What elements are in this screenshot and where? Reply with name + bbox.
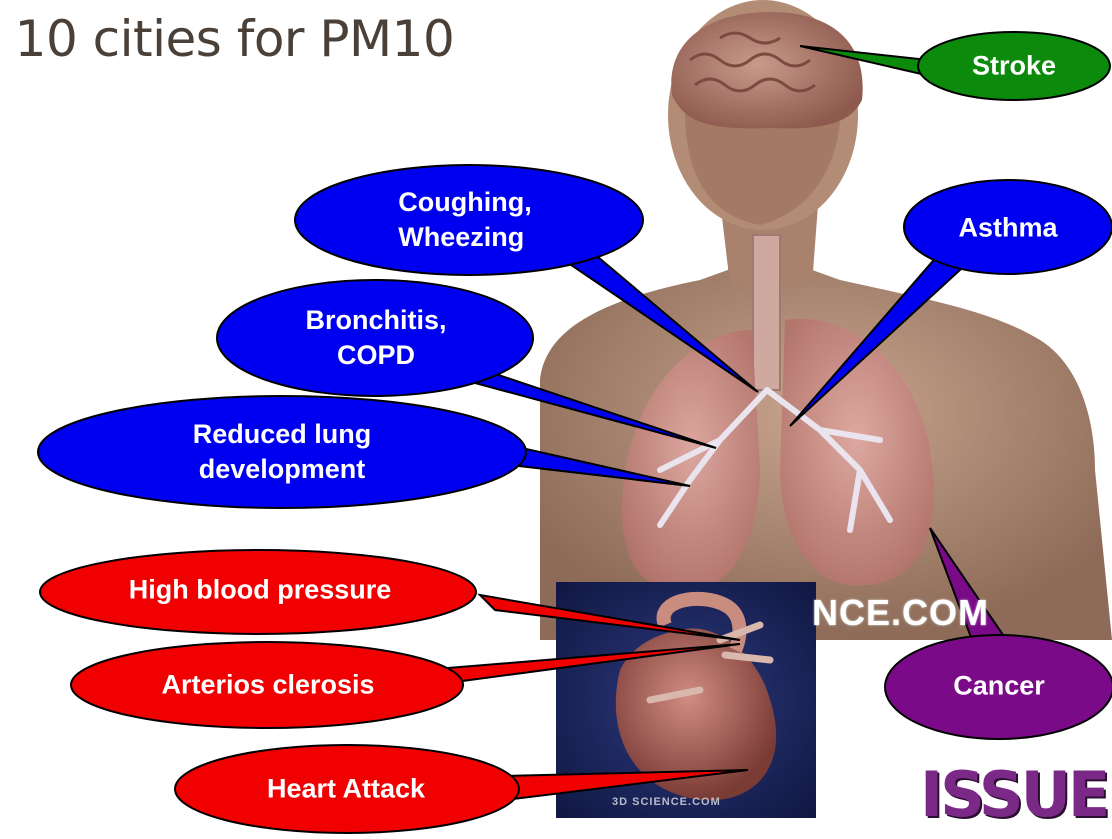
label-asthma: Asthma [958, 211, 1057, 246]
label-high-blood-pressure: High blood pressure [129, 573, 392, 608]
label-coughing-wheezing: Coughing, Wheezing [398, 185, 531, 255]
issue-logo-text: ISSUE [920, 758, 1107, 831]
label-cancer: Cancer [953, 669, 1045, 704]
image-watermark: NCE.COM [812, 592, 989, 634]
label-bronchitis-copd: Bronchitis, COPD [305, 303, 446, 373]
label-heart-attack: Heart Attack [267, 772, 425, 807]
label-arteriosclerosis: Arterios clerosis [161, 668, 374, 703]
issue-logo: ISSUE [912, 760, 1112, 839]
heart-image-credit: 3D SCIENCE.COM [612, 796, 721, 808]
label-stroke: Stroke [972, 49, 1056, 84]
trachea-shape [753, 235, 780, 390]
label-reduced-lung-development: Reduced lung development [193, 417, 372, 487]
